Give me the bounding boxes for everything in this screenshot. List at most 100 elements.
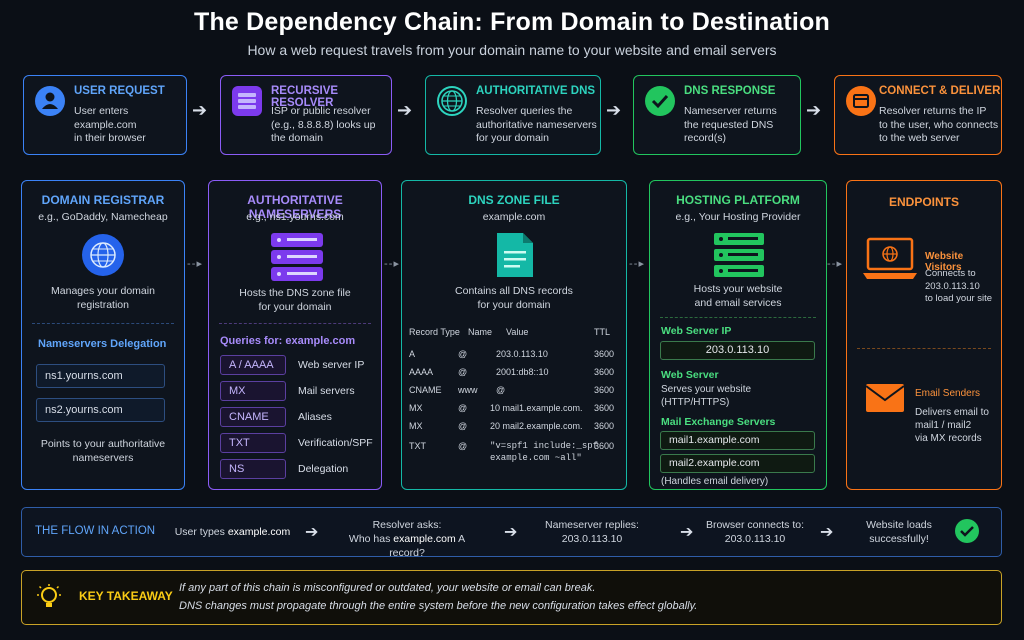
delegation-title: Nameservers Delegation: [38, 338, 167, 350]
divider: [660, 317, 816, 318]
takeaway-line: If any part of this chain is misconfigur…: [179, 582, 596, 594]
laptop-icon: [862, 236, 918, 282]
card-subtitle: e.g., Your Hosting Provider: [675, 211, 801, 223]
key-takeaway-box: KEY TAKEAWAY If any part of this chain i…: [21, 570, 1002, 625]
mx-field: mail2.example.com: [660, 454, 815, 473]
table-header: Value: [506, 327, 529, 337]
flow-step: Resolver asks: Who has example.com A rec…: [348, 519, 466, 559]
page-subtitle: How a web request travels from your doma…: [247, 42, 777, 58]
table-header: TTL: [594, 327, 611, 337]
arrow-right-icon: ➔: [305, 524, 319, 541]
dashed-arrow-icon: - - ▸: [827, 258, 842, 270]
web-server-label: Web Server: [661, 369, 719, 381]
arrow-right-icon: ➔: [504, 524, 518, 541]
card-dns-zone-file: DNS ZONE FILE example.com Contains all D…: [401, 180, 627, 490]
globe-icon: [82, 234, 124, 276]
record-type-badge: A / AAAA: [220, 355, 286, 375]
senders-title: Email Senders: [915, 388, 981, 399]
record-type-badge: NS: [220, 459, 286, 479]
mx-note: (Handles email delivery): [661, 476, 769, 487]
dashed-arrow-icon: - - ▸: [629, 258, 644, 270]
record-purpose: Delegation: [298, 463, 349, 475]
card-title: ENDPOINTS: [888, 195, 959, 209]
document-icon: [495, 231, 535, 279]
card-authoritative-nameservers: AUTHORITATIVE NAMESERVERS e.g., ns1.your…: [208, 180, 382, 490]
flow-in-action-bar: THE FLOW IN ACTION User types example.co…: [21, 507, 1002, 559]
step-title: USER REQUEST: [74, 85, 165, 97]
mx-field: mail1.example.com: [660, 431, 815, 450]
card-title: DOMAIN REGISTRAR: [41, 193, 165, 207]
arrow-right-icon: ➔: [397, 100, 413, 120]
step-recursive-resolver: RECURSIVE RESOLVER ISP or public resolve…: [220, 75, 392, 155]
web-ip-field: 203.0.113.10: [660, 341, 815, 360]
arrow-right-icon: ➔: [606, 100, 622, 120]
user-icon: [35, 86, 65, 116]
divider: [857, 348, 991, 349]
record-type-badge: CNAME: [220, 407, 286, 427]
divider: [32, 323, 174, 324]
record-purpose: Verification/SPF: [298, 437, 373, 449]
card-title: HOSTING PLATFORM: [676, 193, 800, 207]
server-stack-icon: [269, 231, 325, 283]
browser-window-icon: [846, 86, 876, 116]
nameserver-field: ns1.yourns.com: [36, 364, 165, 388]
record-purpose: Mail servers: [298, 385, 355, 397]
record-type-badge: TXT: [220, 433, 286, 453]
step-title: RECURSIVE RESOLVER: [271, 85, 339, 109]
page-title: The Dependency Chain: From Domain to Des…: [193, 8, 831, 36]
web-server-desc: Serves your website(HTTP/HTTPS): [661, 384, 752, 408]
step-title: DNS RESPONSE: [684, 85, 776, 97]
takeaway-line: DNS changes must propagate through the e…: [179, 600, 698, 612]
flow-step: Browser connects to:203.0.113.10: [705, 519, 805, 545]
server-icon: [232, 86, 262, 116]
card-title: DNS ZONE FILE: [468, 193, 560, 207]
arrow-right-icon: ➔: [192, 100, 208, 120]
checkmark-icon: [645, 86, 675, 116]
takeaway-label: KEY TAKEAWAY: [79, 589, 173, 603]
flow-label: THE FLOW IN ACTION: [35, 525, 156, 537]
table-header: Record Type: [409, 327, 460, 337]
queries-title: Queries for: example.com: [220, 335, 356, 347]
card-domain-registrar: DOMAIN REGISTRAR e.g., GoDaddy, Namechea…: [21, 180, 185, 490]
arrow-right-icon: ➔: [820, 524, 834, 541]
flow-step: Nameserver replies:203.0.113.10: [545, 519, 639, 545]
divider: [219, 323, 371, 324]
step-title: AUTHORITATIVE DNS: [476, 85, 596, 97]
flow-step: User types example.com: [174, 526, 291, 538]
dashed-arrow-icon: - - ▸: [384, 258, 399, 270]
nameserver-field: ns2.yourns.com: [36, 398, 165, 422]
step-title: CONNECT & DELIVER: [879, 85, 1001, 97]
step-connect-deliver: CONNECT & DELIVER Resolver returns the I…: [834, 75, 1002, 155]
server-stack-icon: [712, 231, 766, 279]
step-desc: ISP or public resolver(e.g., 8.8.8.8) lo…: [271, 105, 376, 144]
card-subtitle: example.com: [482, 211, 546, 223]
table-header: Name: [468, 327, 493, 337]
lightbulb-icon: [36, 583, 62, 613]
dashed-arrow-icon: - - ▸: [187, 258, 202, 270]
record-purpose: Web server IP: [298, 359, 365, 371]
arrow-right-icon: ➔: [680, 524, 694, 541]
card-title: AUTHORITATIVE NAMESERVERS: [247, 193, 343, 221]
globe-icon: [437, 86, 467, 116]
record-type-badge: MX: [220, 381, 286, 401]
checkmark-icon: [955, 519, 979, 543]
card-subtitle: e.g., ns1.yourns.com: [246, 211, 344, 223]
card-hosting-platform: HOSTING PLATFORM e.g., Your Hosting Prov…: [649, 180, 827, 490]
web-ip-label: Web Server IP: [661, 325, 732, 337]
record-purpose: Aliases: [298, 411, 332, 423]
